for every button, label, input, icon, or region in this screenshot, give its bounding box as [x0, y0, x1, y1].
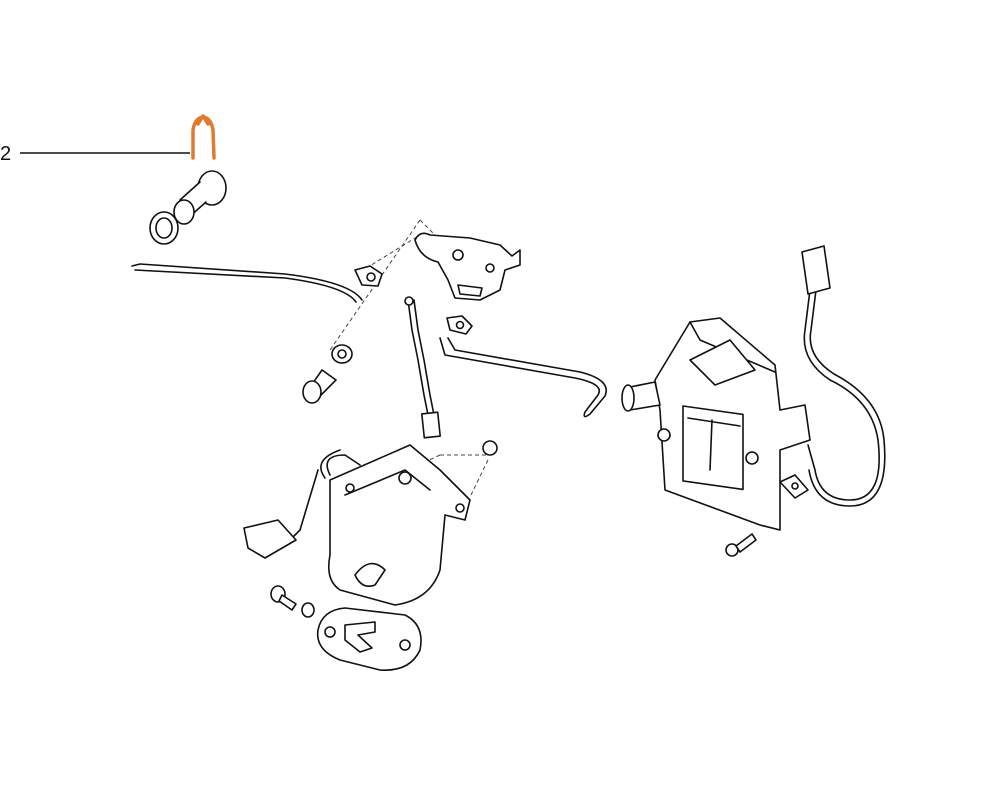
central-locking-actuator[interactable] — [621, 317, 811, 531]
lock-cylinder-part[interactable] — [149, 170, 227, 245]
wiring-harness[interactable] — [803, 289, 880, 501]
clip-part[interactable] — [354, 265, 473, 335]
screw-part[interactable] — [725, 533, 757, 557]
screw-part[interactable] — [270, 585, 315, 618]
linkage-rod[interactable] — [131, 263, 363, 301]
callout-label-2[interactable]: 2 — [0, 143, 12, 165]
retaining-clip-part[interactable] — [191, 114, 216, 160]
bolt-part[interactable] — [302, 344, 353, 404]
actuator-rod[interactable] — [439, 337, 607, 418]
latch-assembly[interactable] — [243, 440, 498, 606]
striker-plate[interactable] — [316, 607, 422, 671]
cable-rod[interactable] — [407, 299, 429, 416]
mounting-bracket[interactable] — [414, 232, 521, 301]
electrical-connector[interactable] — [801, 245, 831, 295]
